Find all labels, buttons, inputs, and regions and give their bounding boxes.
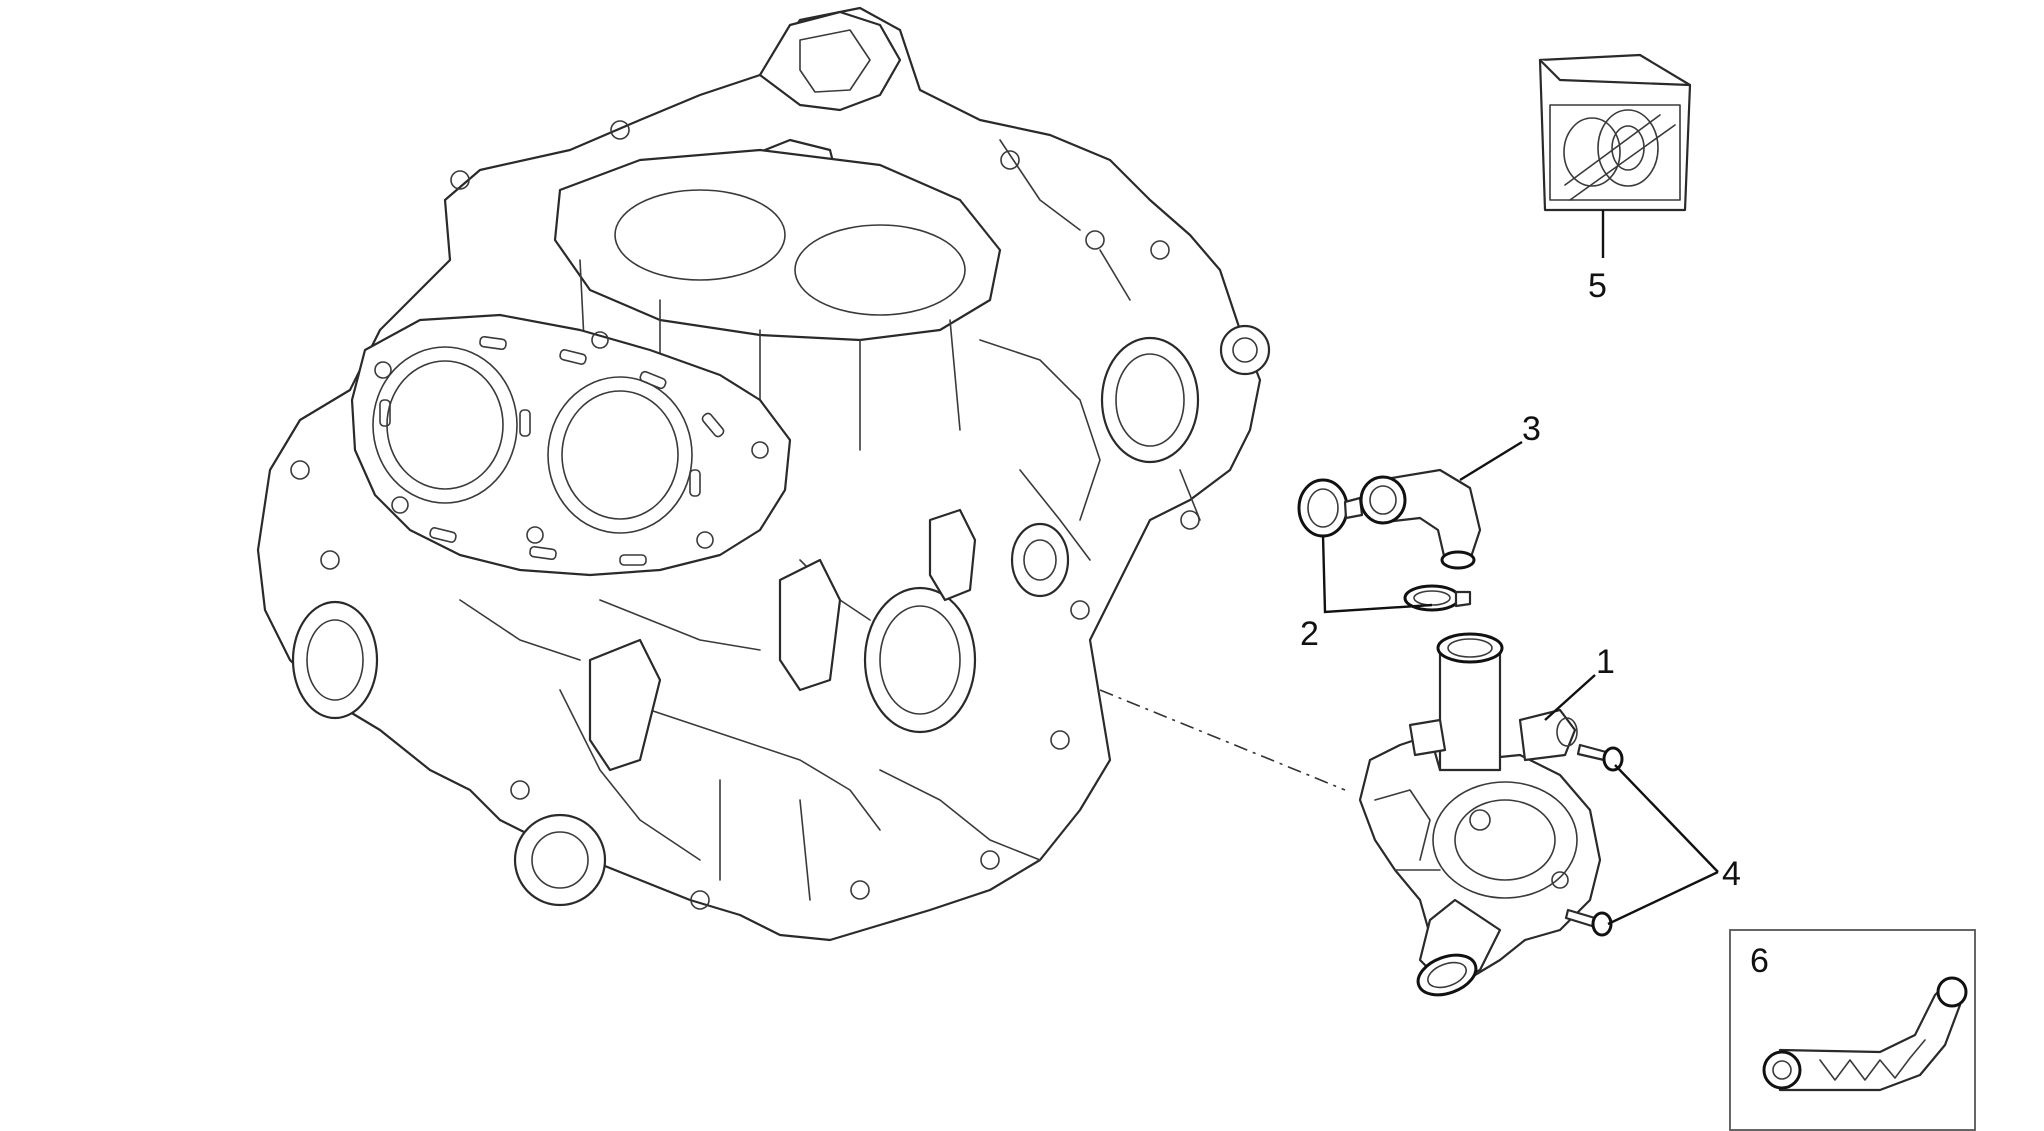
assembly-line — [1099, 689, 1346, 791]
gasket-kit — [1538, 53, 1692, 212]
callout-2: 2 — [1300, 615, 1319, 653]
bolts — [1564, 743, 1624, 937]
elbow-hose — [1359, 468, 1482, 570]
pipe-kit — [1729, 929, 1976, 1131]
callout-4: 4 — [1722, 855, 1741, 893]
callout-1: 1 — [1596, 643, 1615, 681]
callout-3: 3 — [1522, 410, 1541, 448]
hose-clamps — [1297, 478, 1472, 612]
callout-5: 5 — [1588, 267, 1607, 305]
callout-6: 6 — [1750, 942, 1769, 980]
engine-crankcase — [256, 6, 1271, 942]
leader-lines — [1321, 210, 1719, 926]
water-pump — [1358, 632, 1602, 997]
